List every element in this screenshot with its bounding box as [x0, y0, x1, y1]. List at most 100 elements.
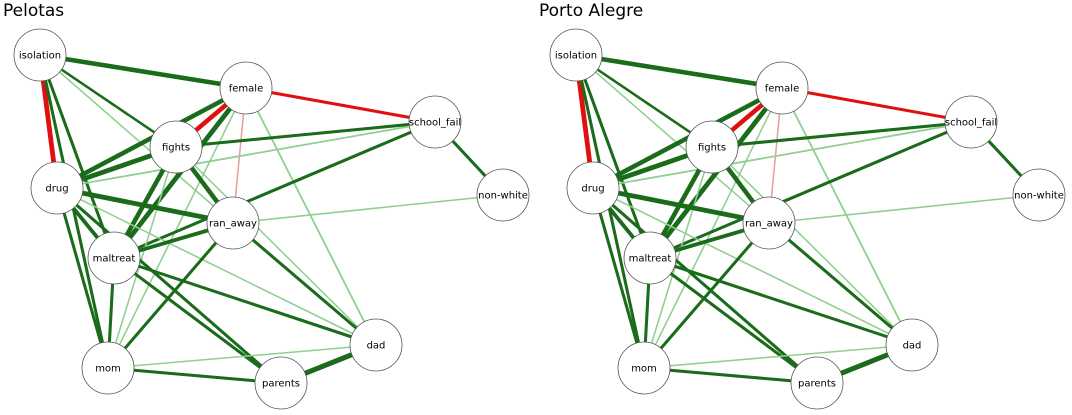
- node-mom: mom: [81, 341, 135, 395]
- node-label: isolation: [19, 51, 61, 62]
- node-circle: [349, 318, 403, 372]
- edge-ran_away-non-white: [232, 194, 504, 224]
- node-circle: [206, 196, 260, 250]
- node-label: female: [229, 84, 263, 95]
- node-female: female: [755, 61, 809, 115]
- node-school_fail: school_fail: [408, 95, 462, 149]
- node-label: maltreat: [629, 254, 672, 265]
- edge-isolation-female: [573, 52, 785, 91]
- edge-fights-mom: [107, 146, 177, 369]
- node-label: mom: [95, 364, 121, 375]
- edge-female-mom: [643, 87, 783, 369]
- node-label: drug: [581, 184, 604, 195]
- node-label: fights: [162, 143, 190, 154]
- edge-drug-dad: [56, 187, 377, 346]
- node-label: female: [765, 84, 799, 95]
- edge-fights-dad: [175, 146, 377, 346]
- edge-isolation-maltreat: [574, 53, 652, 260]
- edge-school_fail-drug: [592, 121, 972, 189]
- node-circle: [149, 120, 203, 174]
- node-maltreat: maltreat: [87, 231, 141, 285]
- node-circle: [408, 95, 462, 149]
- edge-isolation-fights: [38, 53, 178, 149]
- node-label: drug: [45, 184, 68, 195]
- node-label: ran_away: [209, 219, 257, 230]
- edge-school_fail-fights: [174, 120, 437, 149]
- node-label: school_fail: [409, 118, 461, 129]
- panel-title: Porto Alegre: [539, 1, 644, 21]
- edge-female-school_fail: [244, 86, 437, 124]
- edge-isolation-maltreat: [38, 53, 116, 260]
- edge-drug-ran_away: [54, 185, 236, 226]
- node-circle: [685, 120, 739, 174]
- node-female: female: [219, 61, 273, 115]
- edge-ran_away-non-white: [768, 194, 1040, 224]
- edge-female-school_fail: [780, 86, 973, 124]
- node-label: maltreat: [93, 254, 136, 265]
- node-parents: parents: [790, 356, 844, 410]
- node-label: non-white: [478, 191, 528, 202]
- edge-isolation-female: [37, 52, 249, 91]
- node-circle: [219, 61, 273, 115]
- edge-mom-dad: [107, 344, 377, 369]
- node-ran_away: ran_away: [742, 196, 796, 250]
- node-circle: [254, 356, 308, 410]
- edge-female-dad: [781, 87, 913, 346]
- edge-fights-dad: [711, 146, 913, 346]
- node-circle: [885, 318, 939, 372]
- panel-title: Pelotas: [3, 1, 65, 21]
- node-non-white: non-white: [1012, 168, 1066, 222]
- node-circle: [81, 341, 135, 395]
- node-school_fail: school_fail: [944, 95, 998, 149]
- node-drug: drug: [30, 161, 84, 215]
- node-label: mom: [631, 364, 657, 375]
- node-circle: [742, 196, 796, 250]
- node-isolation: isolation: [549, 28, 603, 82]
- node-circle: [623, 231, 677, 285]
- node-circle: [30, 161, 84, 215]
- edge-drug-ran_away: [590, 185, 772, 226]
- node-label: parents: [262, 379, 300, 390]
- node-circle: [944, 95, 998, 149]
- node-non-white: non-white: [476, 168, 530, 222]
- node-label: fights: [698, 143, 726, 154]
- edge-school_fail-drug: [56, 121, 436, 189]
- edge-fights-mom: [643, 146, 713, 369]
- node-circle: [1012, 168, 1066, 222]
- node-mom: mom: [617, 341, 671, 395]
- node-circle: [13, 28, 67, 82]
- edge-ran_away-mom: [106, 221, 235, 370]
- node-label: dad: [367, 341, 386, 352]
- node-parents: parents: [254, 356, 308, 410]
- node-circle: [617, 341, 671, 395]
- edge-isolation-ran_away: [575, 54, 770, 224]
- edge-drug-parents: [55, 186, 283, 385]
- edge-maltreat-dad: [112, 256, 378, 347]
- node-fights: fights: [149, 120, 203, 174]
- edge-female-mom: [107, 87, 247, 369]
- edge-drug-mom: [591, 186, 646, 370]
- node-circle: [566, 161, 620, 215]
- node-circle: [87, 231, 141, 285]
- edge-mom-parents: [642, 366, 819, 385]
- edge-maltreat-parents: [648, 256, 819, 385]
- edge-drug-dad: [592, 187, 913, 346]
- node-fights: fights: [685, 120, 739, 174]
- node-circle: [755, 61, 809, 115]
- node-label: school_fail: [945, 118, 997, 129]
- node-circle: [476, 168, 530, 222]
- node-circle: [549, 28, 603, 82]
- edge-maltreat-dad: [648, 256, 914, 347]
- node-drug: drug: [566, 161, 620, 215]
- edge-drug-parents: [591, 186, 819, 385]
- edge-drug-mom: [55, 186, 110, 370]
- edge-ran_away-dad: [767, 221, 914, 347]
- node-label: isolation: [555, 51, 597, 62]
- edge-isolation-ran_away: [39, 54, 234, 224]
